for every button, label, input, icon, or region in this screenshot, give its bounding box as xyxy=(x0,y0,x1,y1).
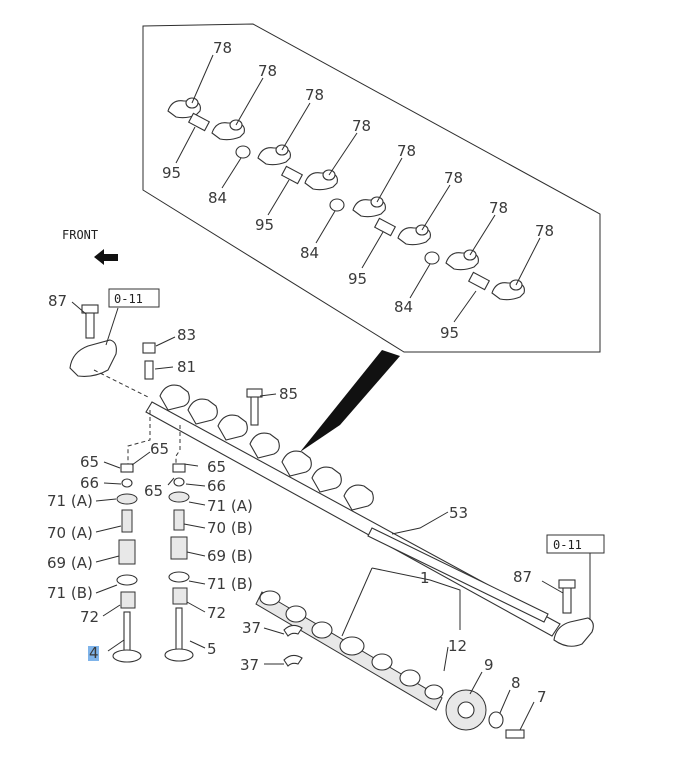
callouts-detail: 78 78 78 78 78 78 78 78 95 84 95 84 95 8… xyxy=(162,39,554,342)
callout-87-right: 87 xyxy=(513,568,532,586)
callout-37-b: 37 xyxy=(240,656,259,674)
callout-78-e: 78 xyxy=(397,142,416,160)
callout-37-a: 37 xyxy=(242,619,261,637)
front-arrow-icon xyxy=(94,249,118,265)
callout-95-c: 95 xyxy=(348,270,367,288)
callout-84-b: 84 xyxy=(300,244,319,262)
callout-83: 83 xyxy=(177,326,196,344)
guide-lines xyxy=(93,369,181,468)
callout-4: 4 xyxy=(89,644,99,662)
callout-7: 7 xyxy=(537,688,547,706)
detail-pointer xyxy=(300,350,400,452)
callout-87-left: 87 xyxy=(48,292,67,310)
callout-84-a: 84 xyxy=(208,189,227,207)
callout-1: 1 xyxy=(420,569,430,587)
callout-81: 81 xyxy=(177,358,196,376)
callout-72-right: 72 xyxy=(207,604,226,622)
leaders-main xyxy=(71,301,591,731)
callouts-main: 87 83 81 85 65 65 65 66 65 66 71 (A) 71 … xyxy=(47,292,547,706)
callout-70b: 70 (B) xyxy=(207,519,253,537)
front-label: FRONT xyxy=(62,228,98,242)
leaders-detail xyxy=(175,54,541,323)
callout-12: 12 xyxy=(448,637,467,655)
callout-71b-left: 71 (B) xyxy=(47,584,93,602)
ref-box-right: 0-11 xyxy=(546,534,605,554)
callout-5: 5 xyxy=(207,640,217,658)
callout-69a: 69 (A) xyxy=(47,554,93,572)
callout-65-d: 65 xyxy=(144,482,163,500)
callout-78-c: 78 xyxy=(305,86,324,104)
callout-65-c: 65 xyxy=(207,458,226,476)
callout-95-a: 95 xyxy=(162,164,181,182)
rocker-shaft-assembly xyxy=(69,304,594,647)
callout-71a-right: 71 (A) xyxy=(207,497,253,515)
camshaft xyxy=(255,590,525,739)
valve-stack-b xyxy=(164,463,194,662)
callout-84-c: 84 xyxy=(394,298,413,316)
callout-72-left: 72 xyxy=(80,608,99,626)
callout-4-highlight xyxy=(88,646,99,661)
callout-78-d: 78 xyxy=(352,117,371,135)
callout-95-d: 95 xyxy=(440,324,459,342)
callout-66-a: 66 xyxy=(80,474,99,492)
callout-78-f: 78 xyxy=(444,169,463,187)
callout-69b: 69 (B) xyxy=(207,547,253,565)
callout-65-a: 65 xyxy=(80,453,99,471)
callout-78-a: 78 xyxy=(213,39,232,57)
svg-text:0-11: 0-11 xyxy=(114,292,143,306)
callout-65-b: 65 xyxy=(150,440,169,458)
callout-85: 85 xyxy=(279,385,298,403)
callout-71b-right: 71 (B) xyxy=(207,575,253,593)
detail-frame xyxy=(142,23,601,353)
callout-78-h: 78 xyxy=(535,222,554,240)
callout-71a-left: 71 (A) xyxy=(47,492,93,510)
callout-70a: 70 (A) xyxy=(47,524,93,542)
callout-78-g: 78 xyxy=(489,199,508,217)
callout-95-b: 95 xyxy=(255,216,274,234)
ref-box-left: 0-11 xyxy=(108,288,160,308)
callout-53: 53 xyxy=(449,504,468,522)
callout-66-b: 66 xyxy=(207,477,226,495)
rocker-arms-detail xyxy=(167,97,525,301)
valve-stack-a xyxy=(112,463,142,663)
callout-8: 8 xyxy=(511,674,521,692)
svg-text:0-11: 0-11 xyxy=(553,538,582,552)
callout-78-b: 78 xyxy=(258,62,277,80)
callout-9: 9 xyxy=(484,656,494,674)
